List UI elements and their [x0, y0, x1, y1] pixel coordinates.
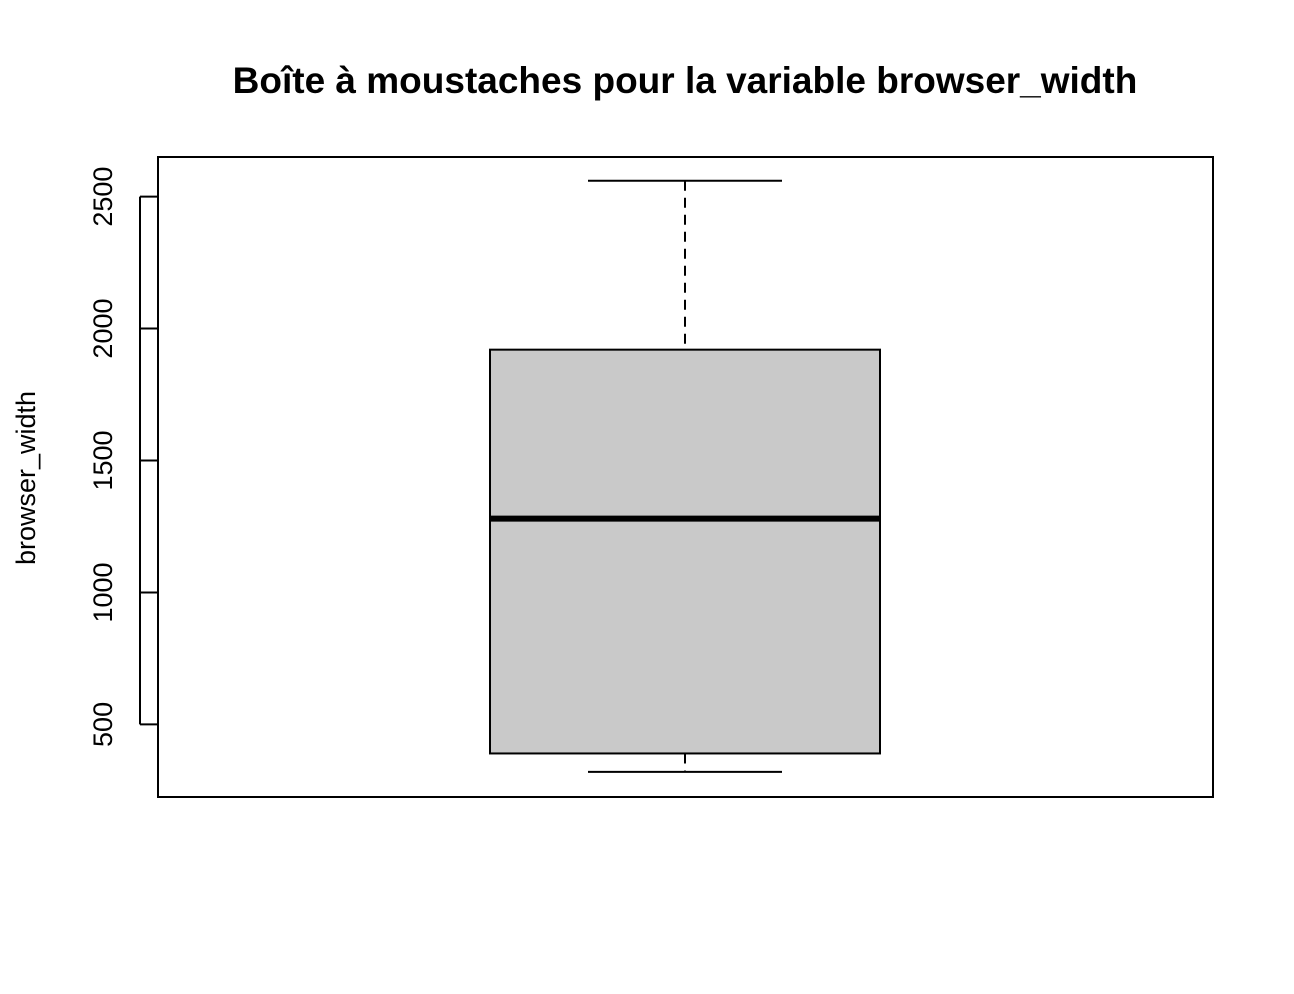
y-tick-label: 500 [88, 702, 118, 747]
y-tick-label: 2000 [88, 299, 118, 359]
chart-title: Boîte à moustaches pour la variable brow… [233, 60, 1138, 101]
plot-frame [157, 156, 1214, 798]
box-iqr [489, 348, 881, 755]
y-tick-label: 1000 [88, 562, 118, 622]
y-tick-label: 1500 [88, 430, 118, 490]
box-group [489, 179, 881, 773]
y-tick-label: 2500 [88, 167, 118, 227]
y-axis-label: browser_width [11, 391, 41, 565]
y-axis: 500 1000 1500 2000 2500 [88, 167, 158, 747]
